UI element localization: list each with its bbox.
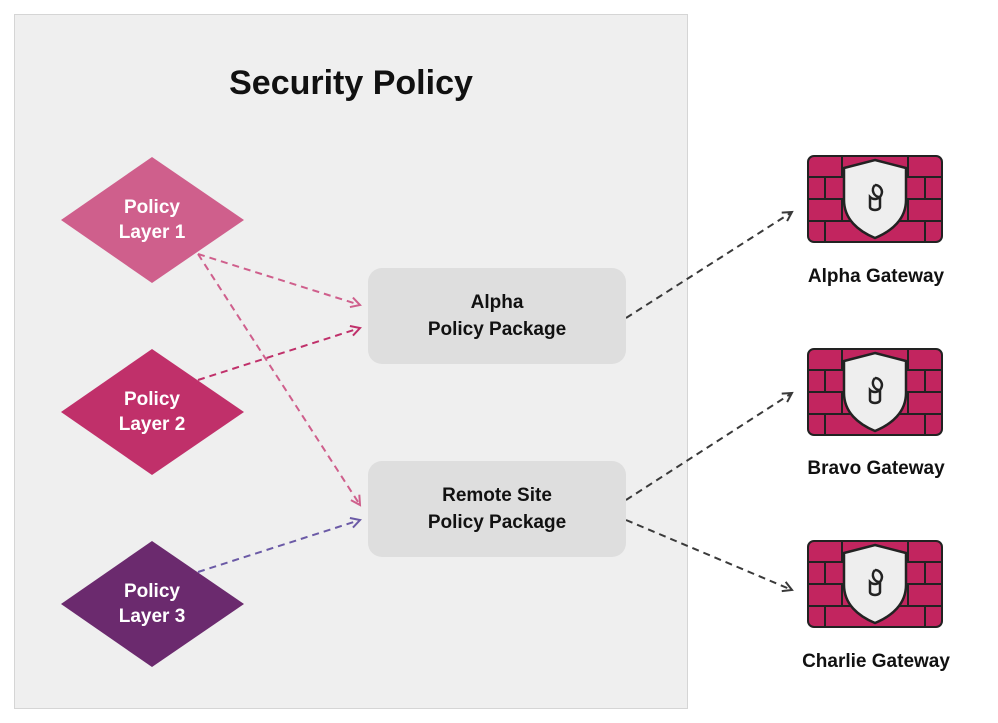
policy-layer-2-line1: Policy [124,389,180,410]
diagram-title: Security Policy [229,64,473,102]
remote-site-policy-package-line1: Remote Site [442,485,552,506]
connector-remote-package-to-charlie-gateway [625,519,794,593]
bravo-gateway-firewall-icon [807,348,943,436]
bravo-gateway-label: Bravo Gateway [807,458,945,479]
policy-layer-1-label: Policy Layer 1 [77,195,227,245]
remote-site-policy-package: Remote Site Policy Package [368,461,626,557]
policy-layer-3-line2: Layer 3 [118,606,186,627]
charlie-gateway-firewall-icon [807,540,943,628]
policy-layer-2-line2: Layer 2 [118,414,186,435]
policy-layer-3-diamond [61,541,244,667]
alpha-policy-package-line2: Policy Package [427,319,567,340]
policy-layer-1-line1: Policy [124,197,180,218]
connector-remote-package-to-bravo-gateway [625,391,794,501]
policy-layer-3-line1: Policy [124,581,180,602]
alpha-gateway-firewall-icon [807,155,943,243]
charlie-gateway-label: Charlie Gateway [802,651,950,672]
connector-alpha-package-to-alpha-gateway [625,210,794,319]
connector-layer1-to-remote-package [197,253,362,507]
connector-layer3-to-remote-package [197,517,362,573]
connector-layer2-to-alpha-package [197,325,362,381]
policy-layer-2-label: Policy Layer 2 [77,387,227,437]
alpha-policy-package-line1: Alpha [470,292,524,313]
alpha-policy-package: Alpha Policy Package [368,268,626,364]
remote-site-policy-package-line2: Policy Package [427,512,567,533]
connector-layer1-to-alpha-package [197,253,362,309]
policy-layer-1-line2: Layer 1 [118,222,186,243]
policy-layer-1-diamond [61,157,244,283]
policy-layer-3-label: Policy Layer 3 [77,579,227,629]
policy-layer-2-diamond [61,349,244,475]
alpha-gateway-label: Alpha Gateway [807,266,945,287]
